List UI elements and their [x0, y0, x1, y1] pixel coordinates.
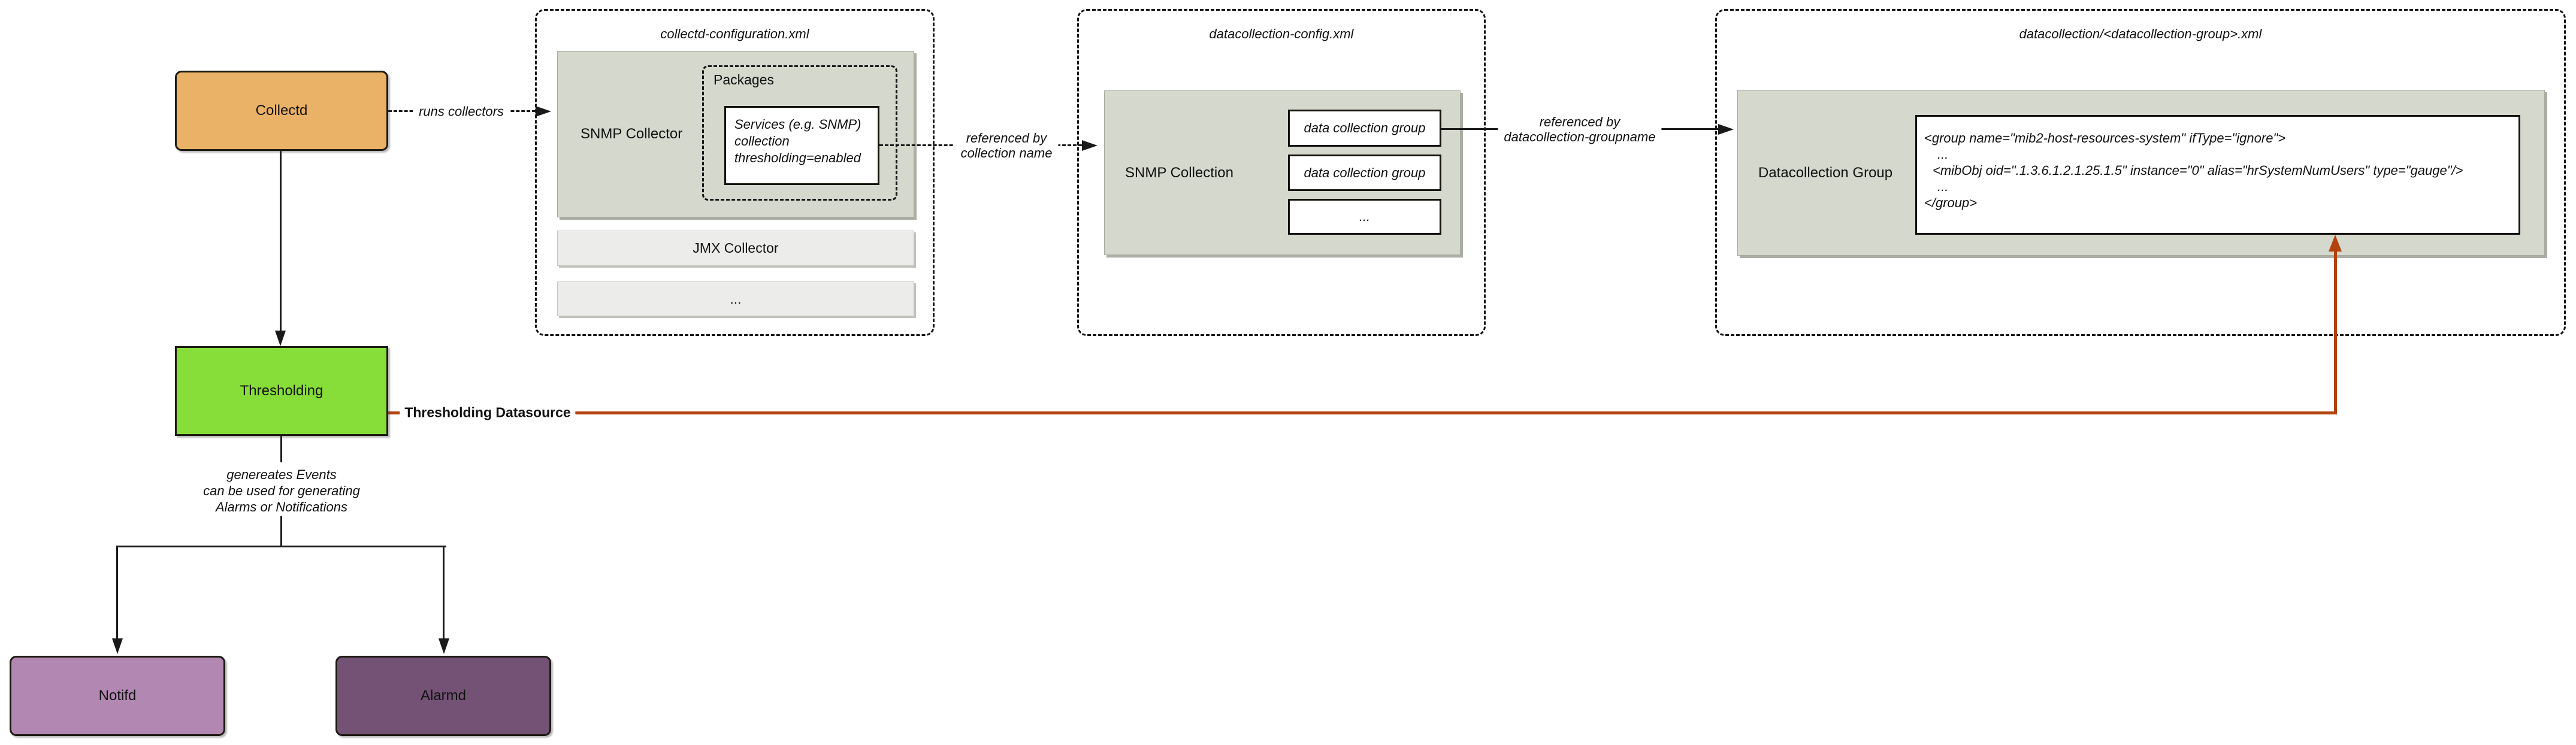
connector-to-notifd [116, 546, 118, 640]
alarmd-node-label: Alarmd [420, 688, 467, 704]
thresholding-datasource-label: Thresholding Datasource [400, 404, 576, 422]
connector-to-alarmd [443, 546, 445, 640]
connector-collectd-thresholding [280, 151, 282, 331]
collectd-thresholding-arrowhead-icon [275, 331, 286, 346]
connector-thresholding-events-lower [280, 516, 282, 547]
data-collection-group-label-2: data collection group [1304, 165, 1426, 180]
datacollection-group-file-title: datacollection/<datacollection-group>.xm… [2019, 26, 2262, 41]
generates-events-line1: genereates Events [226, 467, 337, 482]
code-line-3: <mibObj oid=".1.3.6.1.2.1.25.1.5" instan… [1933, 163, 2463, 178]
collectd-configuration-container: collectd-configuration.xml [535, 9, 935, 336]
services-line-2: collection [734, 134, 790, 149]
code-line-1: <group name="mib2-host-resources-system"… [1924, 131, 2286, 146]
thresholding-datasource-line-horizontal [388, 411, 2337, 414]
services-line-3: thresholding=enabled [734, 150, 861, 165]
jmx-collector-bar: JMX Collector [557, 231, 914, 266]
snmp-collection-label: SNMP Collection [1125, 164, 1233, 181]
datacollection-group-file-container: datacollection/<datacollection-group>.xm… [1715, 9, 2566, 336]
datacollection-group-code-box: <group name="mib2-host-resources-system"… [1915, 115, 2520, 235]
data-collection-group-box-3: ... [1288, 199, 1441, 235]
collectd-configuration-title: collectd-configuration.xml [660, 26, 809, 41]
more-collectors-label: ... [730, 290, 742, 307]
services-text: Services (e.g. SNMP) collection threshol… [734, 116, 861, 166]
more-collectors-bar: ... [557, 281, 914, 316]
referenced-by-collection-line2: collection name [960, 146, 1053, 160]
referenced-by-collection-arrowhead-icon [1082, 140, 1097, 151]
datacollection-group-code: <group name="mib2-host-resources-system"… [1924, 130, 2463, 211]
referenced-by-collection-label: referenced by collection name [954, 130, 1059, 161]
alarmd-node: Alarmd [335, 656, 551, 736]
notifd-arrowhead-icon [112, 638, 123, 654]
data-collection-group-label-3: ... [1359, 209, 1371, 224]
code-line-5: </group> [1924, 195, 1978, 210]
notifd-node-label: Notifd [98, 688, 137, 704]
generates-events-line2: can be used for generating [203, 483, 360, 498]
generates-events-line3: Alarms or Notifications [215, 499, 348, 514]
jmx-collector-label: JMX Collector [693, 240, 779, 256]
collectd-node-label: Collectd [255, 102, 308, 119]
code-line-2: ... [1937, 147, 1949, 162]
runs-collectors-arrowhead-icon [536, 106, 551, 117]
thresholding-node: Thresholding [175, 346, 388, 436]
connector-thresholding-events-upper [280, 436, 282, 462]
snmp-collector-label: SNMP Collector [580, 126, 683, 142]
services-line-1: Services (e.g. SNMP) [734, 117, 861, 132]
notifd-node: Notifd [10, 656, 225, 736]
connector-events-split [116, 546, 446, 547]
thresholding-datasource-line-vertical [2334, 250, 2337, 414]
referenced-by-groupname-line1: referenced by [1539, 114, 1620, 129]
services-box: Services (e.g. SNMP) collection threshol… [724, 106, 879, 185]
referenced-by-collection-line1: referenced by [966, 131, 1047, 146]
generates-events-label: genereates Events can be used for genera… [203, 467, 360, 515]
code-line-4: ... [1937, 179, 1949, 194]
data-collection-group-box-1: data collection group [1288, 110, 1441, 147]
packages-box: Packages [702, 65, 897, 201]
referenced-by-groupname-arrowhead-icon [1718, 124, 1734, 135]
thresholding-node-label: Thresholding [240, 383, 323, 399]
datacollection-config-container: datacollection-config.xml [1077, 9, 1486, 336]
collectd-node: Collectd [175, 71, 388, 151]
data-collection-group-label-1: data collection group [1304, 120, 1426, 135]
referenced-by-groupname-label: referenced by datacollection-groupname [1498, 114, 1662, 145]
datacollection-group-label: Datacollection Group [1758, 164, 1893, 181]
data-collection-group-box-2: data collection group [1288, 155, 1441, 191]
alarmd-arrowhead-icon [439, 638, 449, 654]
referenced-by-groupname-line2: datacollection-groupname [1504, 129, 1656, 144]
runs-collectors-label: runs collectors [413, 103, 510, 120]
packages-label: Packages [713, 72, 775, 87]
thresholding-datasource-arrowhead-icon [2329, 235, 2342, 252]
datacollection-config-title: datacollection-config.xml [1209, 26, 1354, 41]
